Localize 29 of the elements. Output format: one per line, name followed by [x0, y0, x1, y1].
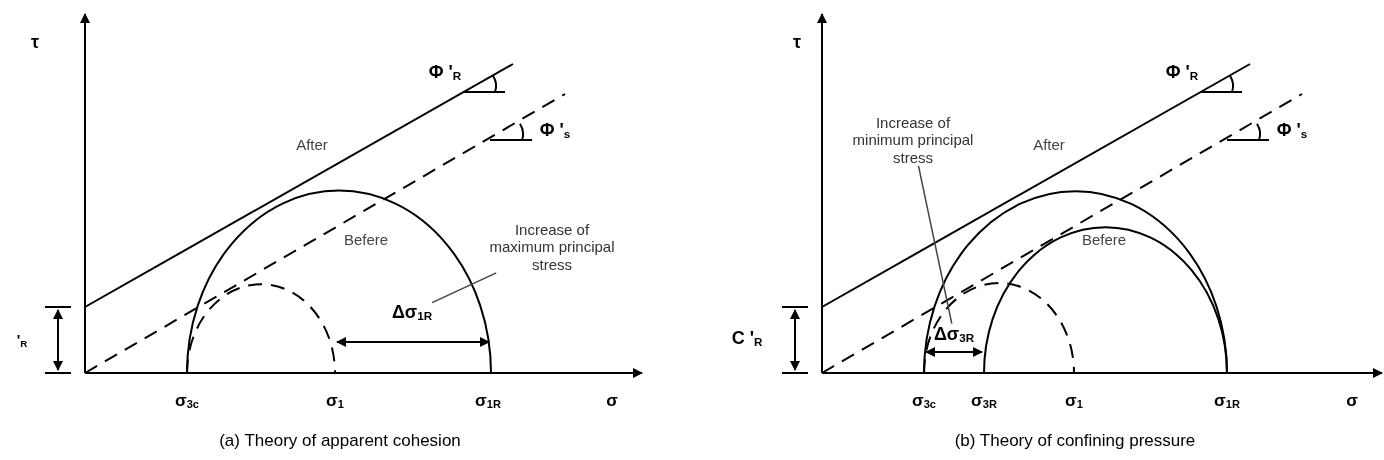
angle-label: Φ '$_{R}$ — [1165, 61, 1199, 83]
axis-label: τ — [793, 31, 801, 53]
stress-label: σ$_{1R}$ — [1214, 391, 1240, 411]
curve-label: After — [296, 136, 328, 154]
axis-label: τ — [31, 31, 39, 53]
leader-line — [917, 165, 953, 325]
axis-label: σ — [606, 391, 618, 411]
dimension-label: C '$_{R}$ — [731, 327, 763, 349]
dimension-label: '$_{R}$ — [16, 330, 28, 350]
caption: (a) Theory of apparent cohesion — [219, 431, 461, 451]
caption: (b) Theory of confining pressure — [954, 431, 1196, 451]
stress-label: σ$_{1}$ — [326, 391, 344, 411]
curve-label: After — [1033, 136, 1065, 154]
angle-label: Φ '$_{s}$ — [539, 119, 571, 141]
angle-label: Φ '$_{R}$ — [428, 61, 462, 83]
stress-label: Δσ$_{1R}$ — [391, 301, 433, 323]
stress-label: σ$_{3R}$ — [971, 391, 997, 411]
stress-label: σ$_{1R}$ — [475, 391, 501, 411]
axis-label: σ — [1346, 391, 1358, 411]
leader-line — [431, 272, 497, 304]
stress-label: σ$_{3c}$ — [912, 391, 936, 411]
callout-text: Increase of minimum principal stress — [845, 114, 981, 166]
curve-label: Befere — [1081, 231, 1127, 249]
stress-label: σ$_{1}$ — [1065, 391, 1083, 411]
callout-text: Increase of maximum principal stress — [482, 221, 622, 273]
stress-label: Δσ$_{3R}$ — [933, 323, 975, 345]
curve-label: Befere — [343, 231, 389, 249]
angle-label: Φ '$_{s}$ — [1276, 119, 1308, 141]
stress-label: σ$_{3c}$ — [175, 391, 199, 411]
